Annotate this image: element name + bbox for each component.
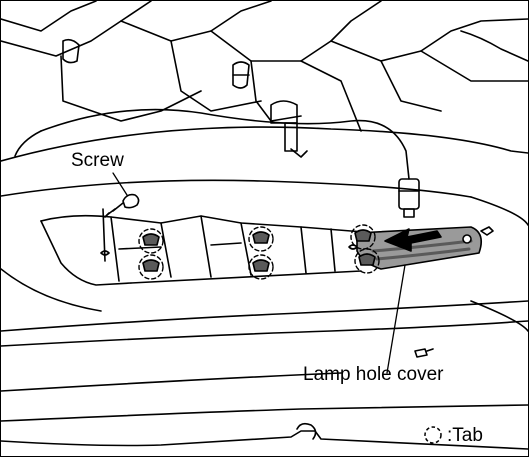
upper-body-structure [1, 1, 528, 152]
removal-arrow [384, 228, 442, 252]
leader-lines [112, 172, 406, 374]
screw-label: Screw [71, 150, 124, 171]
lamp-hole-cover-part [356, 226, 494, 270]
dashed-circle-icon [424, 426, 442, 444]
tab-legend: :Tab [422, 424, 483, 446]
tab-locations [138, 224, 380, 280]
screw-part [102, 193, 140, 262]
wire-harness [14, 108, 420, 218]
bumper-contour [1, 126, 528, 450]
lamp-opening [40, 214, 382, 286]
bottom-fastener [414, 348, 434, 358]
lamp-hole-cover-label: Lamp hole cover [303, 364, 444, 385]
tab-clips [142, 229, 376, 272]
tab-legend-label: :Tab [447, 424, 483, 446]
